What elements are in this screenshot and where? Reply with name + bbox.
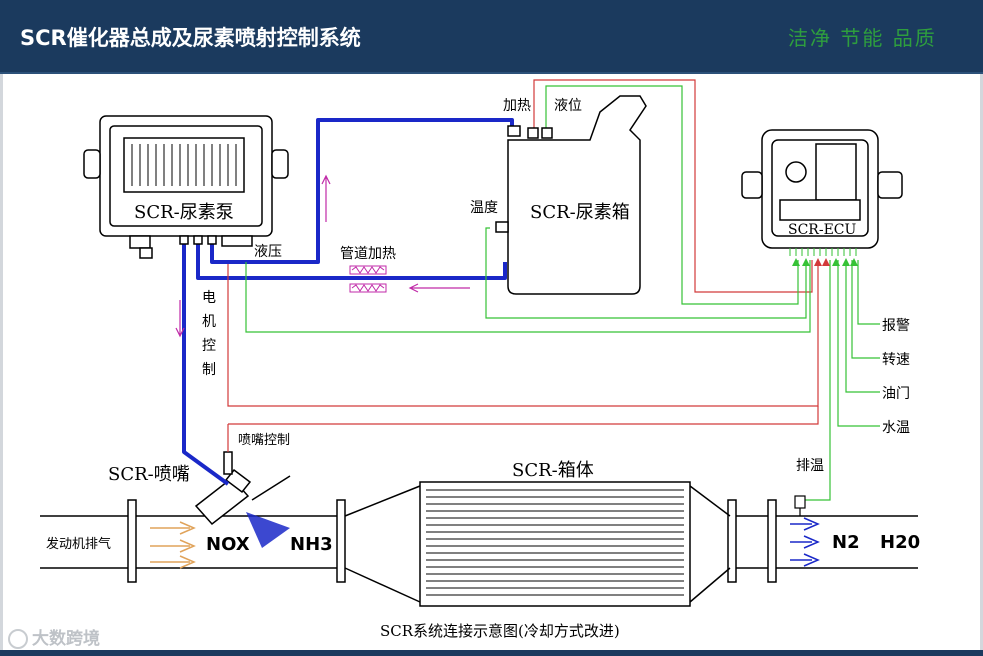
motor-control-label: 电机控制 bbox=[202, 290, 216, 378]
bottom-bar bbox=[0, 650, 983, 656]
inlet-flow-arrows bbox=[150, 521, 196, 569]
alarm-label: 报警 bbox=[882, 318, 910, 334]
pressure-label: 液压 bbox=[254, 244, 282, 260]
nox-label: NOX bbox=[206, 534, 250, 555]
nozzle-label: SCR-喷嘴 bbox=[108, 464, 190, 485]
urea-tank bbox=[495, 95, 647, 295]
signal-lines bbox=[245, 85, 880, 501]
water-temp-label: 水温 bbox=[882, 420, 910, 436]
throttle-label: 油门 bbox=[882, 386, 910, 402]
tank-label: SCR-尿素箱 bbox=[530, 202, 630, 223]
watermark-text: 大数跨境 bbox=[32, 629, 100, 649]
ecu-label: SCR-ECU bbox=[788, 222, 857, 238]
outlet-flow-arrows bbox=[790, 517, 820, 567]
pump-grille bbox=[131, 144, 237, 186]
nh3-label: NH3 bbox=[290, 534, 333, 555]
content-frame bbox=[0, 74, 983, 656]
direction-arrows bbox=[175, 174, 470, 338]
page-title: SCR催化器总成及尿素喷射控制系统 bbox=[20, 26, 361, 50]
watermark: 大数跨境 bbox=[8, 624, 100, 649]
exhaust-temp-label: 排温 bbox=[796, 458, 824, 474]
header-bar: SCR催化器总成及尿素喷射控制系统 洁净 节能 品质 bbox=[0, 0, 983, 74]
pump-label: SCR-尿素泵 bbox=[134, 202, 234, 223]
n2-label: N2 bbox=[832, 532, 860, 553]
ecu-pins bbox=[789, 248, 857, 256]
caption: SCR系统连接示意图(冷却方式改进) bbox=[380, 622, 620, 640]
urea-lines bbox=[182, 118, 514, 486]
slogan: 洁净 节能 品质 bbox=[788, 26, 937, 50]
ecu-unit bbox=[741, 129, 903, 249]
nozzle-control-label: 喷嘴控制 bbox=[238, 433, 290, 448]
nozzle bbox=[194, 451, 291, 526]
engine-exhaust-label: 发动机排气 bbox=[46, 536, 111, 552]
catalyst-body bbox=[419, 481, 691, 607]
urea-pump bbox=[83, 115, 289, 259]
heating-label: 加热 bbox=[503, 98, 531, 114]
exhaust-temp-sensor bbox=[794, 495, 806, 516]
temperature-label: 温度 bbox=[470, 200, 498, 216]
speed-label: 转速 bbox=[882, 352, 910, 368]
pipe-heating-label: 管道加热 bbox=[340, 246, 396, 262]
exhaust-pipe bbox=[40, 485, 918, 603]
ecu-pin-arrows bbox=[792, 258, 858, 266]
pipe-heater bbox=[349, 265, 387, 293]
catalyst-label: SCR-箱体 bbox=[512, 460, 594, 481]
urea-spray bbox=[246, 512, 290, 548]
watermark-logo-icon bbox=[8, 629, 28, 649]
heating-lines bbox=[227, 79, 819, 452]
level-label: 液位 bbox=[554, 98, 582, 114]
h2o-label: H20 bbox=[880, 532, 920, 553]
